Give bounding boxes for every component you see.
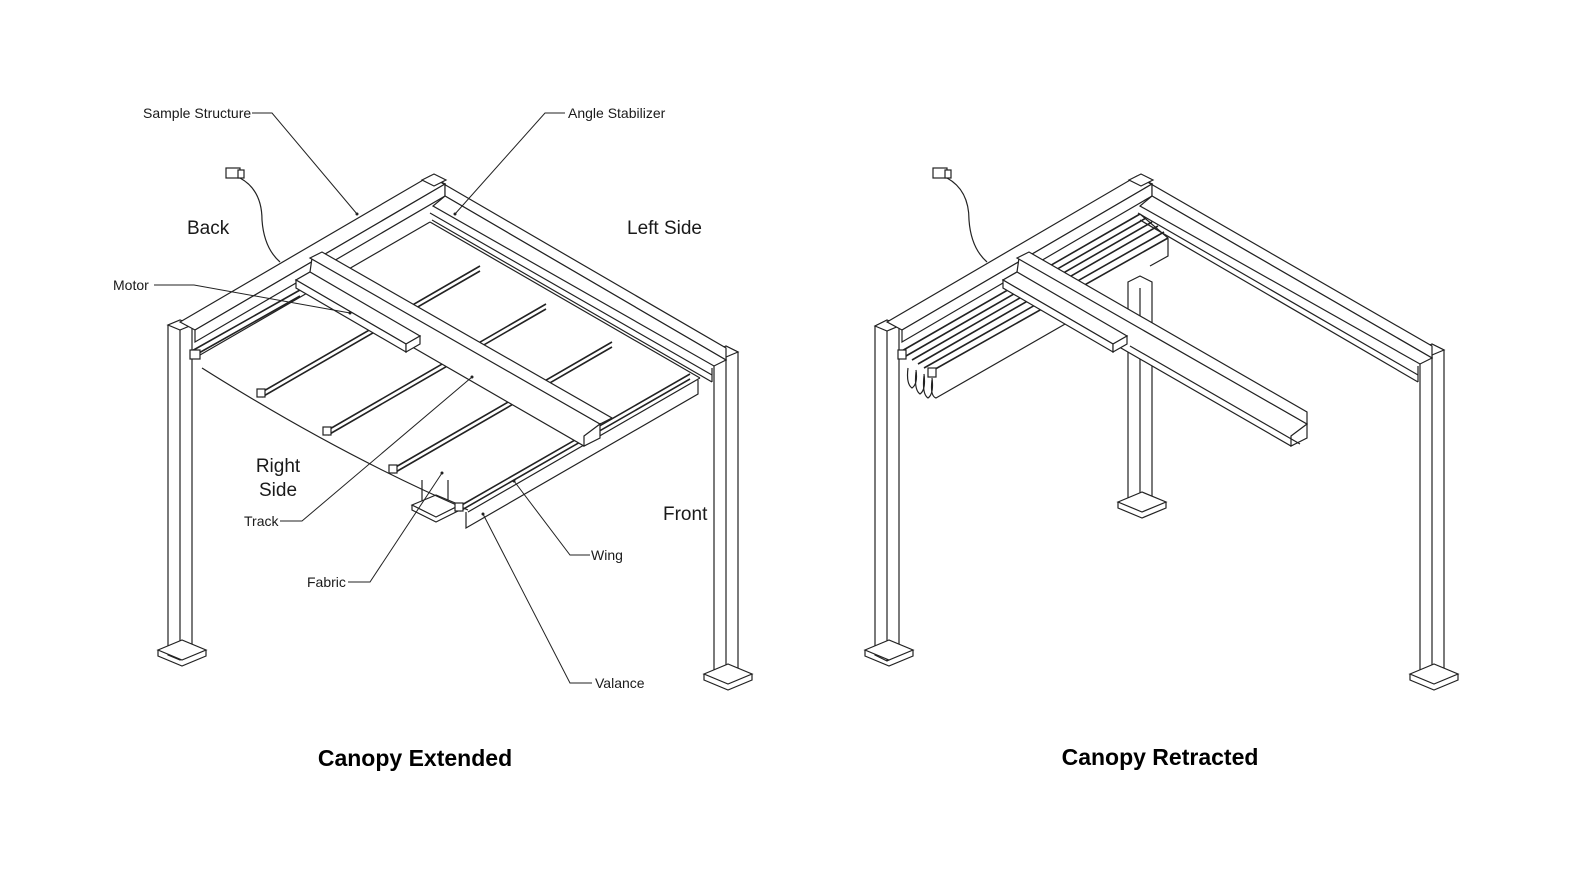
retracted-corner-top bbox=[1127, 173, 1155, 187]
valance bbox=[465, 380, 699, 530]
label-right-side-1: Right bbox=[256, 456, 301, 477]
retracted-front-post bbox=[1408, 343, 1460, 691]
canopy-retracted-drawing: Canopy Retracted bbox=[863, 167, 1460, 770]
angle-stabilizer-rail bbox=[429, 212, 713, 383]
front-post bbox=[702, 345, 754, 691]
retracted-motor bbox=[1001, 271, 1129, 354]
title-canopy-extended: Canopy Extended bbox=[318, 745, 512, 771]
leaders bbox=[154, 112, 592, 684]
label-fabric: Fabric bbox=[307, 574, 346, 590]
side-beam bbox=[429, 175, 728, 367]
label-sample-structure: Sample Structure bbox=[143, 105, 251, 121]
label-left-side: Left Side bbox=[627, 218, 702, 239]
plug-icon bbox=[225, 167, 281, 263]
label-right-side-2: Side bbox=[259, 480, 297, 501]
label-angle-stabilizer: Angle Stabilizer bbox=[568, 105, 666, 121]
label-valance: Valance bbox=[595, 675, 645, 691]
corner-post-top bbox=[420, 173, 448, 187]
label-front: Front bbox=[663, 504, 708, 525]
retracted-track bbox=[1001, 251, 1308, 447]
motor bbox=[294, 271, 422, 354]
retracted-side-beam bbox=[1136, 175, 1434, 383]
rear-post-base bbox=[410, 480, 462, 523]
canopy-extended-drawing: Sample Structure Angle Stabilizer Back L… bbox=[113, 105, 754, 771]
label-back: Back bbox=[187, 218, 230, 239]
label-track: Track bbox=[244, 513, 279, 529]
label-motor: Motor bbox=[113, 277, 149, 293]
fabric-sag bbox=[201, 367, 469, 511]
title-canopy-retracted: Canopy Retracted bbox=[1062, 744, 1259, 770]
label-wing: Wing bbox=[591, 547, 623, 563]
retracted-plug-icon bbox=[932, 167, 988, 263]
left-post bbox=[156, 319, 208, 667]
retracted-left-post bbox=[863, 319, 915, 667]
